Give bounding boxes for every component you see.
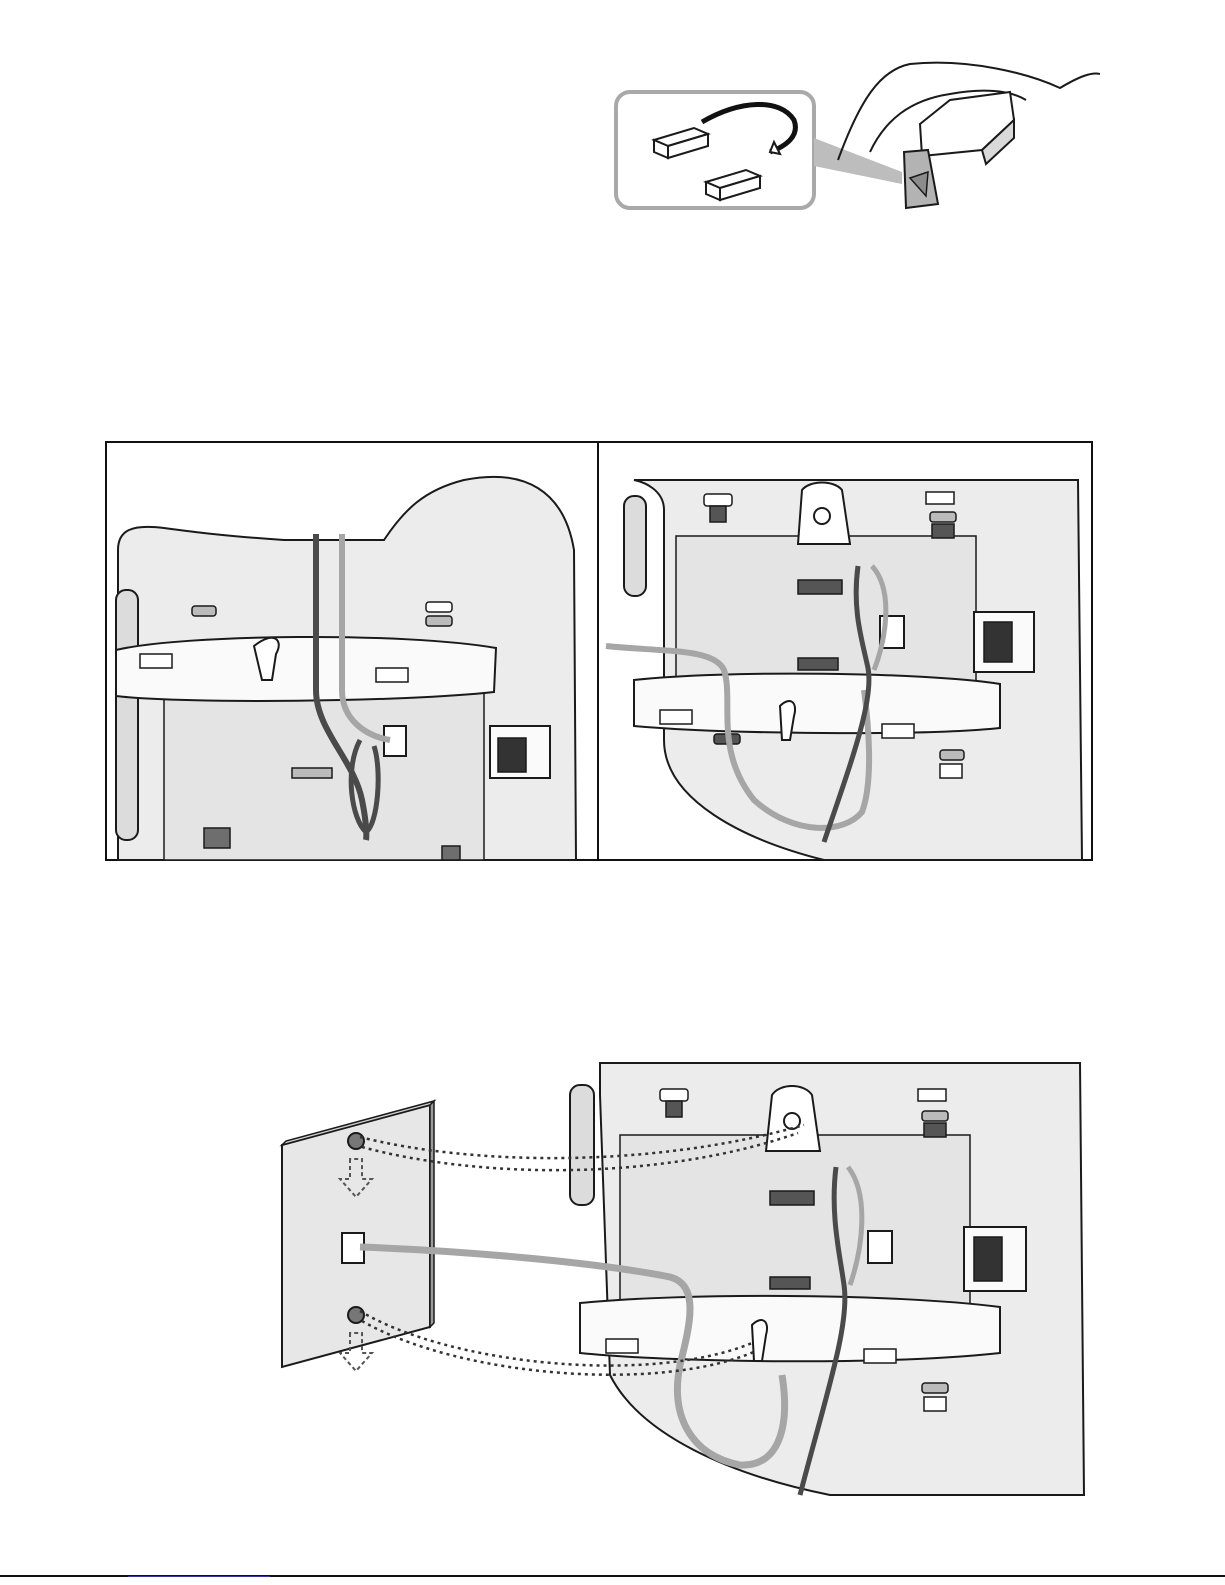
tab-reverse-illustration: [610, 60, 1100, 220]
mounting-screw-icon: [348, 1307, 364, 1323]
wall-mount-illustration: [270, 1055, 1110, 1505]
wall-plate-icon: [282, 1101, 434, 1371]
mounting-screw-icon: [348, 1133, 364, 1149]
footer-link-underline[interactable]: [128, 1576, 270, 1577]
wall-bracket-icon: [116, 637, 496, 701]
base-unit: [570, 1063, 1084, 1495]
handset-hook-icon: [904, 92, 1014, 208]
callout-connector: [814, 138, 902, 184]
cord-routing-panels: [104, 440, 1104, 870]
